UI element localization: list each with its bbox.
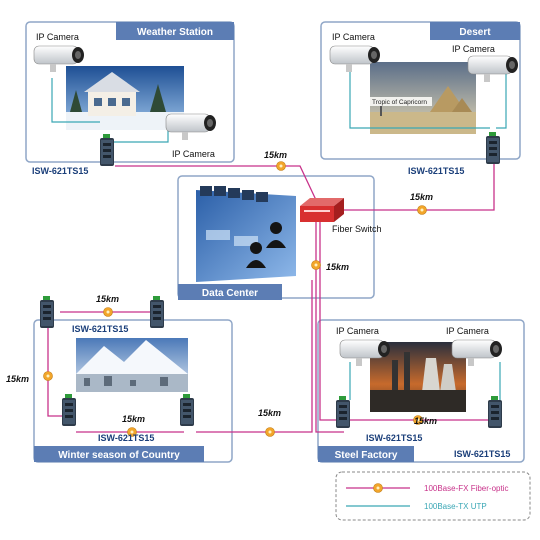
desert-switch-icon [486, 132, 500, 164]
weather-station-photo [66, 66, 184, 130]
steel-factory-tab [318, 446, 414, 462]
dist-ws-dc: 15km [264, 150, 287, 160]
factory-switch-right-icon [488, 396, 502, 428]
dist-winter-left: 15km [6, 374, 29, 384]
utp-links [51, 50, 507, 400]
winter-switch-tl-icon [40, 296, 54, 328]
fiber-switch [300, 198, 344, 222]
winter-switch-model-top: ISW-621TS15 [72, 324, 128, 334]
factory-camera-2-label: IP Camera [446, 326, 489, 336]
dist-desert-dc: 15km [410, 192, 433, 202]
winter-switch-tr-icon [150, 296, 164, 328]
dist-winter-bottom: 15km [122, 414, 145, 424]
steel-factory-title: Steel Factory [335, 450, 398, 461]
factory-switch-left-icon [336, 396, 350, 428]
data-center-tab [178, 284, 282, 300]
ws-camera-1-label: IP Camera [36, 32, 79, 42]
dist-winter-top: 15km [96, 294, 119, 304]
data-center-photo [196, 186, 296, 282]
legend-fiber-label: 100Base-FX Fiber-optic [424, 484, 508, 493]
dist-factory-bottom: 15km [414, 416, 437, 426]
desert-photo: Tropic of Capricorn [370, 62, 476, 134]
winter-switch-br-icon [180, 394, 194, 426]
legend-utp-label: 100Base-TX UTP [424, 502, 487, 511]
desert-title: Desert [459, 27, 491, 38]
factory-switch-model-left: ISW-621TS15 [366, 433, 422, 443]
fiber-switch-label: Fiber Switch [332, 224, 382, 234]
legend: 100Base-FX Fiber-optic 100Base-TX UTP [335, 471, 531, 521]
dist-dc-factory: 15km [326, 262, 349, 272]
steel-factory-photo [370, 342, 466, 412]
weather-station-title: Weather Station [137, 27, 213, 38]
winter-tab [34, 446, 204, 462]
winter-title: Winter season of Country [58, 450, 180, 461]
ws-camera-2-label: IP Camera [172, 149, 215, 159]
factory-camera-1-label: IP Camera [336, 326, 379, 336]
ws-switch-model: ISW-621TS15 [32, 166, 88, 176]
weather-station-tab [116, 22, 234, 40]
desert-camera-2-label: IP Camera [452, 44, 495, 54]
dist-winter-dc: 15km [258, 408, 281, 418]
factory-switch-model-right: ISW-621TS15 [454, 449, 510, 459]
desert-tab [430, 22, 520, 40]
desert-camera-1-label: IP Camera [332, 32, 375, 42]
winter-photo [76, 338, 188, 392]
desert-photo-sign: Tropic of Capricorn [372, 99, 427, 106]
data-center-title: Data Center [202, 288, 258, 299]
desert-switch-model: ISW-621TS15 [408, 166, 464, 176]
winter-switch-bl-icon [62, 394, 76, 426]
winter-switch-model-bottom: ISW-621TS15 [98, 433, 154, 443]
ws-switch-icon [100, 134, 114, 166]
